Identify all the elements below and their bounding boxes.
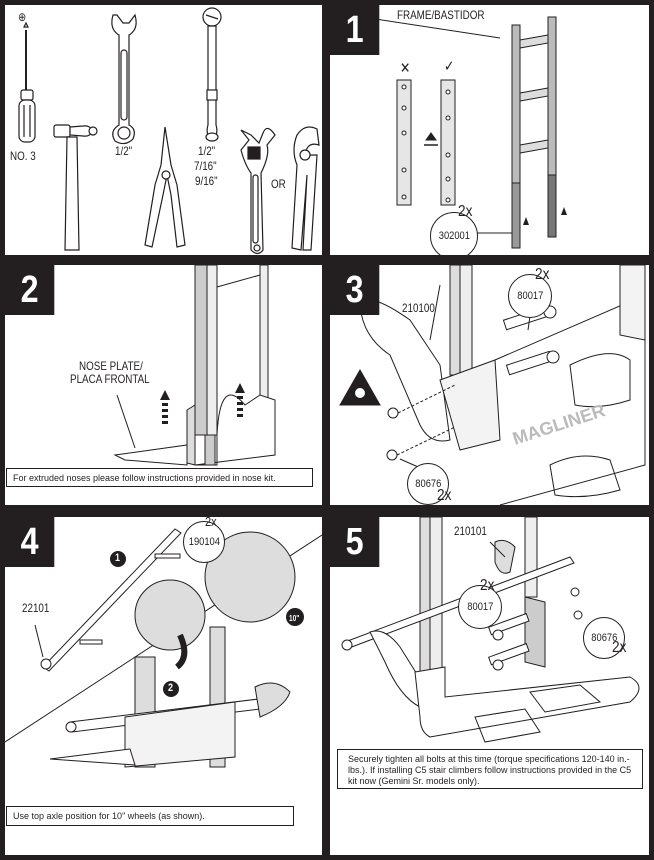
part-callout-190104: 190104 <box>183 521 225 563</box>
bracket-part-label: 210100 <box>402 301 435 315</box>
brand-logo: MAGLINER <box>510 400 607 449</box>
up-arrows <box>160 383 245 424</box>
step-number: 2 <box>5 265 55 315</box>
step-number: 5 <box>330 517 380 567</box>
substep-1-badge <box>110 551 126 567</box>
combination-wrench-icon <box>111 13 137 145</box>
frame-label: FRAME/BASTIDOR <box>397 8 485 22</box>
bolt-quantity: 2x <box>535 266 550 283</box>
wheel-size-badge <box>286 608 304 626</box>
part-callout-80017: 80017 <box>458 585 502 629</box>
screwdriver-icon <box>18 21 36 143</box>
tools-illustration <box>18 7 320 255</box>
part-callout-302001: 302001 <box>430 212 478 255</box>
nut-icon <box>570 587 580 597</box>
extension-tube-left <box>511 182 521 249</box>
quantity-label: 2x <box>458 203 473 220</box>
step-note: Securely tighten all bolts at this time … <box>337 749 643 789</box>
substep-2-badge <box>163 681 179 697</box>
step-number: 4 <box>5 517 55 567</box>
bolt-icon <box>487 612 530 641</box>
step-4-panel: 1 2 10" 4 22101 190104 2x Use top axle p… <box>5 517 322 855</box>
frame-leader-line <box>361 16 501 39</box>
part-callout-80676: 80676 <box>407 463 449 505</box>
push-up-arrows <box>523 207 567 225</box>
up-arrow-icon <box>425 132 437 141</box>
wheel-size-label: 10" <box>289 614 300 623</box>
nose-plate-label-line1: NOSE PLATE/ <box>79 359 143 373</box>
nut-icon <box>386 449 398 461</box>
nose-plate-label-line2: PLACA FRONTAL <box>70 372 150 386</box>
or-label: OR <box>271 177 286 191</box>
step-2-panel: 2 NOSE PLATE/ PLACA FRONTAL For extruded… <box>5 265 322 505</box>
nut-quantity: 2x <box>437 487 452 504</box>
rail-wrong-icon <box>396 79 412 206</box>
nose-plate-leader-line <box>116 394 136 449</box>
ratchet-icon <box>202 7 222 142</box>
part-callout-80676: 80676 <box>583 617 625 659</box>
nut-icon <box>387 407 399 419</box>
step-number: 1 <box>330 5 380 55</box>
detail-circle <box>204 531 296 623</box>
pin-quantity: 2x <box>205 517 217 529</box>
step-3-panel: MAGLINER 3 210100 80017 2x 80676 2x <box>330 265 649 505</box>
axle-icon <box>42 528 182 672</box>
ratchet-size-1: 1/2" <box>198 144 216 158</box>
bolt-icon <box>505 350 560 376</box>
pliers-icon <box>291 126 320 251</box>
ratchet-size-3: 9/16" <box>195 174 218 188</box>
screwdriver-size-label: NO. 3 <box>10 149 36 163</box>
rotate-arrow-icon <box>174 633 188 670</box>
step-5-panel: 5 210101 80017 2x 80676 2x Securely tigh… <box>330 517 649 855</box>
final-assembly-illustration <box>341 517 640 743</box>
axle-part-label: 22101 <box>22 601 50 615</box>
detail-circle <box>134 579 206 651</box>
nose-plate-illustration <box>113 265 276 466</box>
nut-icon <box>573 610 583 620</box>
warning-glove-icon <box>339 368 381 406</box>
adjustable-wrench-icon <box>240 127 276 255</box>
axle-illustration <box>5 528 322 768</box>
substep-1-label: 1 <box>115 552 121 564</box>
rail-correct-icon <box>440 79 456 206</box>
bolt-icon <box>487 642 530 671</box>
bolt-quantity: 2x <box>480 577 495 594</box>
nut-quantity: 2x <box>612 639 627 656</box>
tools-panel: ⊕ NO. 3 1/2" 1/2" 7/16" 9/16" OR <box>5 5 322 255</box>
step-note: For extruded noses please follow instruc… <box>6 468 313 487</box>
wrong-mark-icon: ✕ <box>400 60 411 77</box>
extension-tube-right <box>547 174 557 238</box>
phillips-symbol: ⊕ <box>18 10 27 24</box>
step-note: Use top axle position for 10" wheels (as… <box>6 806 294 826</box>
needle-nose-pliers-icon <box>144 126 186 248</box>
step-1-panel: 1 FRAME/BASTIDOR ✕ ✓ 302001 2x <box>330 5 649 255</box>
frame-illustration <box>361 16 567 249</box>
hammer-icon <box>53 124 98 251</box>
part-callout-80017: 80017 <box>508 274 552 318</box>
substep-2-label: 2 <box>168 682 174 694</box>
step-number: 3 <box>330 265 380 315</box>
bracket-part-label: 210101 <box>454 524 487 538</box>
pin-icon <box>154 553 181 559</box>
wrench-size-label: 1/2" <box>115 144 133 158</box>
pin-icon <box>79 639 103 645</box>
ratchet-size-2: 7/16" <box>194 159 217 173</box>
check-mark-icon: ✓ <box>444 58 455 75</box>
